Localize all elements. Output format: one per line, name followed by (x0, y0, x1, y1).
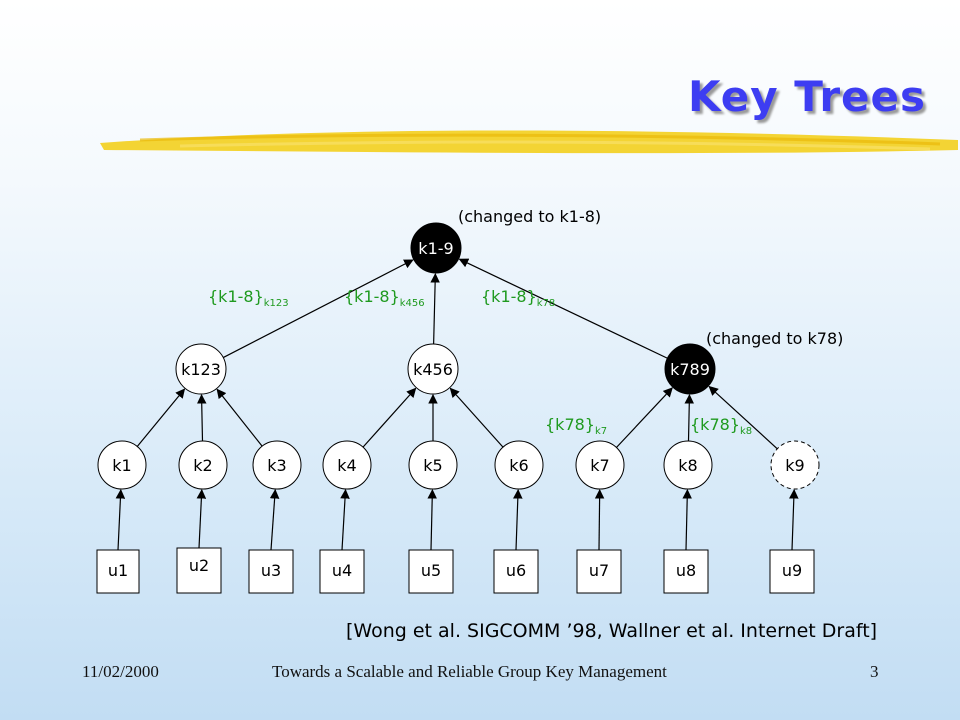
key-node-label: k1 (112, 456, 131, 475)
user-to-key-arrow (789, 489, 799, 551)
encryption-label-k78: {k1-8}k78 (481, 287, 555, 309)
key-to-middle-arrow (196, 394, 207, 442)
key-node-label: k2 (193, 456, 212, 475)
key-node-label: k4 (337, 456, 356, 475)
user-box-label: u2 (189, 556, 209, 575)
user-box-label: u3 (261, 561, 281, 580)
middle-to-root-arrow (458, 258, 668, 359)
citation: [Wong et al. SIGCOMM ’98, Wallner et al.… (346, 620, 878, 642)
user-box-label: u9 (782, 561, 802, 580)
key-node-k4: k4 (322, 440, 372, 490)
user-box-label: u4 (332, 561, 352, 580)
user-box-label: u5 (421, 561, 441, 580)
key-node-k2: k2 (178, 440, 228, 490)
user-to-key-edges (115, 488, 799, 551)
key-node-k8: k8 (663, 440, 713, 490)
key-to-middle-arrow (708, 385, 778, 450)
encryption-label-k123: {k1-8}k123 (208, 287, 289, 309)
middle-node-label: k789 (670, 360, 710, 379)
user-to-key-arrow (513, 489, 523, 551)
user-box-u9: u9 (769, 549, 815, 594)
key-to-middle-arrow (136, 388, 186, 447)
user-to-key-arrow (427, 489, 438, 551)
key-node-k6: k6 (494, 440, 544, 490)
k789-change-note: (changed to k78) (706, 329, 843, 348)
user-to-key-arrow (340, 488, 350, 551)
key-node-label: k7 (590, 456, 609, 475)
middle-node-k123: k123 (175, 343, 227, 395)
root-change-note: (changed to k1-8) (458, 207, 601, 226)
user-box-u7: u7 (576, 549, 622, 594)
footer-page-number: 3 (870, 662, 879, 681)
user-box-label: u1 (108, 561, 128, 580)
root-node: k1-9 (410, 222, 462, 274)
user-to-key-arrow (115, 489, 126, 551)
user-to-key-arrow (594, 489, 605, 551)
title-highlight-stroke (100, 130, 958, 154)
encryption-label-k8: {k78}k8 (690, 415, 752, 437)
user-box-u2: u2 (176, 547, 222, 594)
encryption-label-k7: {k78}k7 (545, 415, 607, 437)
key-node-label: k9 (785, 456, 804, 475)
user-to-key-arrow (269, 488, 280, 551)
user-box-label: u6 (506, 561, 526, 580)
user-box-u5: u5 (408, 549, 454, 594)
key-to-middle-arrow (615, 387, 673, 448)
key-node-k1: k1 (97, 440, 147, 490)
footer-date: 11/02/2000 (82, 662, 159, 681)
footer-title: Towards a Scalable and Reliable Group Ke… (272, 662, 667, 681)
key-node-label: k3 (267, 456, 286, 475)
key-node-label: k8 (678, 456, 697, 475)
key-node-k7: k7 (575, 440, 625, 490)
middle-to-root-arrow (430, 273, 440, 345)
key-to-middle-arrow (362, 387, 417, 448)
key-to-middle-arrow (684, 394, 695, 442)
middle-node-k789: k789 (664, 343, 716, 395)
key-node-label: k5 (423, 456, 442, 475)
key-nodes: k1 k2 k3 k4 k5 k6 k7 k8 k9 (97, 440, 820, 490)
key-to-middle-arrow (216, 388, 263, 447)
user-box-u1: u1 (96, 549, 140, 594)
key-to-middle-arrow (449, 387, 504, 448)
user-box-label: u8 (676, 561, 696, 580)
middle-to-root-arrow (222, 259, 414, 359)
slide-title: Key Trees (687, 72, 926, 121)
user-box-u3: u3 (248, 549, 294, 594)
key-node-k9: k9 (770, 440, 820, 490)
middle-to-root-edges (222, 258, 668, 359)
encryption-label-k456: {k1-8}k456 (344, 287, 425, 309)
user-box-label: u7 (589, 561, 609, 580)
root-node-label: k1-9 (418, 239, 453, 258)
key-node-k5: k5 (408, 440, 458, 490)
key-to-middle-edges (136, 385, 778, 450)
key-node-label: k6 (509, 456, 528, 475)
middle-node-label: k123 (181, 360, 221, 379)
key-node-k3: k3 (252, 440, 302, 490)
user-to-key-arrow (682, 489, 693, 551)
user-box-u4: u4 (319, 549, 365, 594)
middle-node-k456: k456 (407, 343, 459, 395)
user-box-u6: u6 (493, 549, 539, 594)
user-box-u8: u8 (663, 549, 709, 594)
user-boxes: u1 u2 u3 u4 u5 u6 u7 u8 u9 (96, 547, 815, 594)
user-to-key-arrow (196, 489, 207, 549)
middle-node-label: k456 (413, 360, 453, 379)
